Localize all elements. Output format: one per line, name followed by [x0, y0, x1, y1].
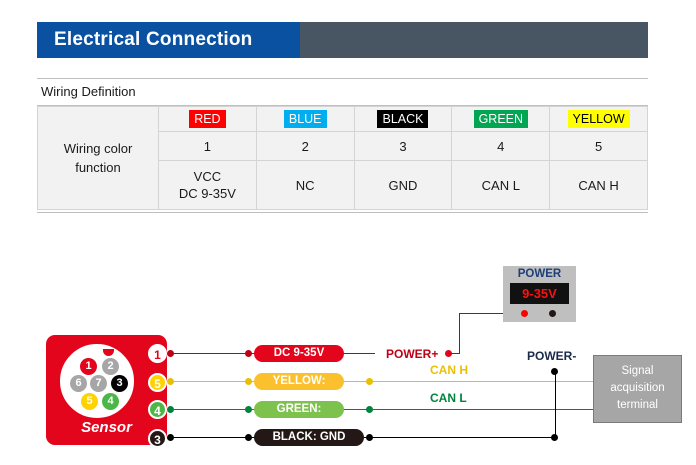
connector-pin-5: 5 — [81, 393, 98, 410]
power-display-screen: 9-35V — [510, 283, 569, 304]
header-accent-block — [37, 22, 300, 58]
wire-pill-black-gnd: BLACK: GND — [254, 429, 364, 446]
connector-pin-6: 6 — [70, 375, 87, 392]
connector-pin-1: 1 — [80, 358, 97, 375]
sensor-module: 1 2 6 7 3 5 4 Sensor — [46, 335, 167, 445]
function-cell-canl: CAN L — [451, 160, 551, 210]
wire-dot-canl-mid — [245, 406, 252, 413]
wire-dot-canh-left — [167, 378, 174, 385]
color-cell-blue: BLUE — [255, 106, 355, 132]
wire-seg-power-plus-h1 — [448, 353, 460, 354]
function-cell-vcc: VCC DC 9-35V — [158, 160, 257, 210]
net-label-power-plus: POWER+ — [386, 347, 439, 361]
wire-pill-vcc: DC 9-35V — [254, 345, 344, 362]
wiring-diagram: 1 2 6 7 3 5 4 Sensor 1 5 4 3 DC 9-35V PO… — [0, 240, 696, 465]
terminal-label-line1: Signal — [621, 365, 654, 377]
wiring-definition-caption: Wiring Definition — [37, 78, 648, 106]
pin-number-5: 5 — [549, 131, 648, 161]
color-chip-black: BLACK — [377, 110, 429, 128]
connector-pin-2: 2 — [102, 358, 119, 375]
wiring-definition-table: Wiring color function RED BLUE BLACK GRE… — [37, 106, 648, 210]
pin-number-4: 4 — [451, 131, 551, 161]
connector-pin-4: 4 — [102, 393, 119, 410]
wire-dot-vcc-mid — [245, 350, 252, 357]
pin-number-3: 3 — [353, 131, 453, 161]
power-terminal-positive[interactable] — [521, 310, 528, 317]
table-row-pin-numbers: 1 2 3 4 5 — [38, 131, 648, 161]
wire-dot-canl-right — [366, 406, 373, 413]
row-header-line1: Wiring color — [63, 141, 133, 156]
connector-keyway — [103, 349, 114, 356]
color-cell-yellow: YELLOW — [549, 106, 648, 132]
wire-seg-power-plus-h2 — [459, 313, 521, 314]
sensor-connector-face: 1 2 6 7 3 5 4 — [58, 342, 136, 420]
color-chip-green: GREEN — [473, 110, 529, 128]
color-cell-green: GREEN — [451, 106, 551, 132]
power-supply-module: POWER 9-35V — [503, 266, 576, 322]
net-label-can-l: CAN L — [430, 391, 467, 405]
terminal-label: Signal acquisition terminal — [594, 356, 681, 414]
net-label-power-minus: POWER- — [527, 349, 577, 363]
connector-pin-7: 7 — [90, 375, 107, 392]
wire-dot-power-minus-bottom — [551, 434, 558, 441]
wire-dot-gnd-mid — [245, 434, 252, 441]
pin-callout-5: 5 — [148, 373, 167, 392]
wire-seg-power-plus-v — [459, 313, 460, 354]
power-module-title: POWER — [517, 268, 562, 280]
row-header-line2: function — [75, 160, 121, 175]
color-chip-blue: BLUE — [283, 110, 327, 128]
wire-seg-power-minus-v — [555, 371, 556, 438]
table-row-functions: VCC DC 9-35V NC GND CAN L CAN H — [38, 160, 648, 210]
wiring-table-section: Wiring Definition Wiring color function … — [37, 78, 648, 210]
page-title: Electrical Connection — [54, 29, 253, 50]
terminal-label-line2: acquisition — [610, 382, 665, 394]
color-cell-black: BLACK — [353, 106, 453, 132]
pin-callout-1: 1 — [148, 344, 167, 363]
color-chip-red: RED — [189, 110, 226, 128]
wire-pill-green: GREEN: — [254, 401, 344, 418]
function-cell-nc: NC — [255, 160, 355, 210]
row-header-wiring-color-function: Wiring color function — [37, 106, 159, 210]
wire-dot-vcc-left — [167, 350, 174, 357]
color-chip-yellow: YELLOW — [567, 110, 630, 128]
header-banner: Electrical Connection — [37, 22, 648, 58]
wire-dot-gnd-left — [167, 434, 174, 441]
wire-line-canl — [170, 409, 595, 410]
wire-line-canh — [170, 381, 595, 382]
wire-dot-canh-mid — [245, 378, 252, 385]
pin-number-2: 2 — [255, 131, 355, 161]
color-cell-red: RED — [158, 106, 257, 132]
sensor-label: Sensor — [81, 419, 132, 436]
wire-dot-canh-right — [366, 378, 373, 385]
function-vcc-line2: DC 9-35V — [178, 186, 236, 201]
net-label-can-h: CAN H — [430, 363, 468, 377]
wire-dot-gnd-right — [366, 434, 373, 441]
terminal-label-line3: terminal — [617, 399, 658, 411]
function-cell-canh: CAN H — [549, 160, 648, 210]
pin-callout-3: 3 — [148, 429, 167, 448]
table-row-colors: Wiring color function RED BLUE BLACK GRE… — [37, 106, 648, 210]
table-bottom-divider — [37, 212, 648, 213]
power-terminal-negative[interactable] — [549, 310, 556, 317]
function-cell-gnd: GND — [353, 160, 453, 210]
pin-callout-4: 4 — [148, 400, 167, 419]
power-voltage-readout: 9-35V — [522, 286, 557, 301]
wire-dot-canl-left — [167, 406, 174, 413]
pin-number-1: 1 — [158, 131, 257, 161]
function-vcc-line1: VCC — [193, 169, 222, 184]
wire-pill-yellow: YELLOW: — [254, 373, 344, 390]
connector-pin-3: 3 — [111, 375, 128, 392]
signal-acquisition-terminal: Signal acquisition terminal — [593, 355, 682, 423]
wire-dot-power-minus-top — [551, 368, 558, 375]
